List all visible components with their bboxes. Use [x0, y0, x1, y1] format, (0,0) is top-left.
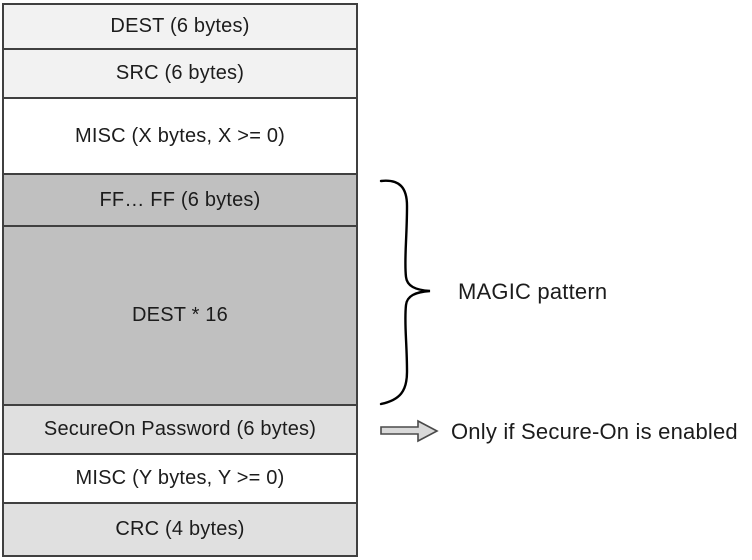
- packet-field-label: SecureOn Password (6 bytes): [43, 418, 317, 440]
- packet-field-ff-sync: FF… FF (6 bytes): [4, 175, 356, 227]
- packet-field-label: CRC (4 bytes): [115, 518, 245, 540]
- packet-field-dest-x16: DEST * 16: [4, 227, 356, 406]
- packet-field-misc-y: MISC (Y bytes, Y >= 0): [4, 455, 356, 504]
- packet-field-label: DEST * 16: [132, 304, 228, 326]
- packet-field-secureon-password: SecureOn Password (6 bytes): [4, 406, 356, 455]
- curly-brace-icon: [379, 179, 431, 406]
- packet-field-src: SRC (6 bytes): [4, 50, 356, 99]
- packet-field-crc: CRC (4 bytes): [4, 504, 356, 555]
- secureon-condition-label: Only if Secure-On is enabled: [451, 419, 738, 444]
- packet-field-label: MISC (Y bytes, Y >= 0): [75, 467, 285, 489]
- packet-field-label: DEST (6 bytes): [110, 15, 250, 37]
- magic-pattern-label: MAGIC pattern: [458, 279, 608, 304]
- packet-field-label: FF… FF (6 bytes): [99, 188, 261, 211]
- right-arrow-icon: [380, 419, 439, 443]
- packet-field-label: MISC (X bytes, X >= 0): [74, 124, 286, 147]
- packet-field-dest: DEST (6 bytes): [4, 5, 356, 50]
- packet-field-misc-x: MISC (X bytes, X >= 0): [4, 99, 356, 175]
- packet-field-stack: DEST (6 bytes) SRC (6 bytes) MISC (X byt…: [2, 3, 358, 557]
- packet-field-label: SRC (6 bytes): [115, 62, 245, 84]
